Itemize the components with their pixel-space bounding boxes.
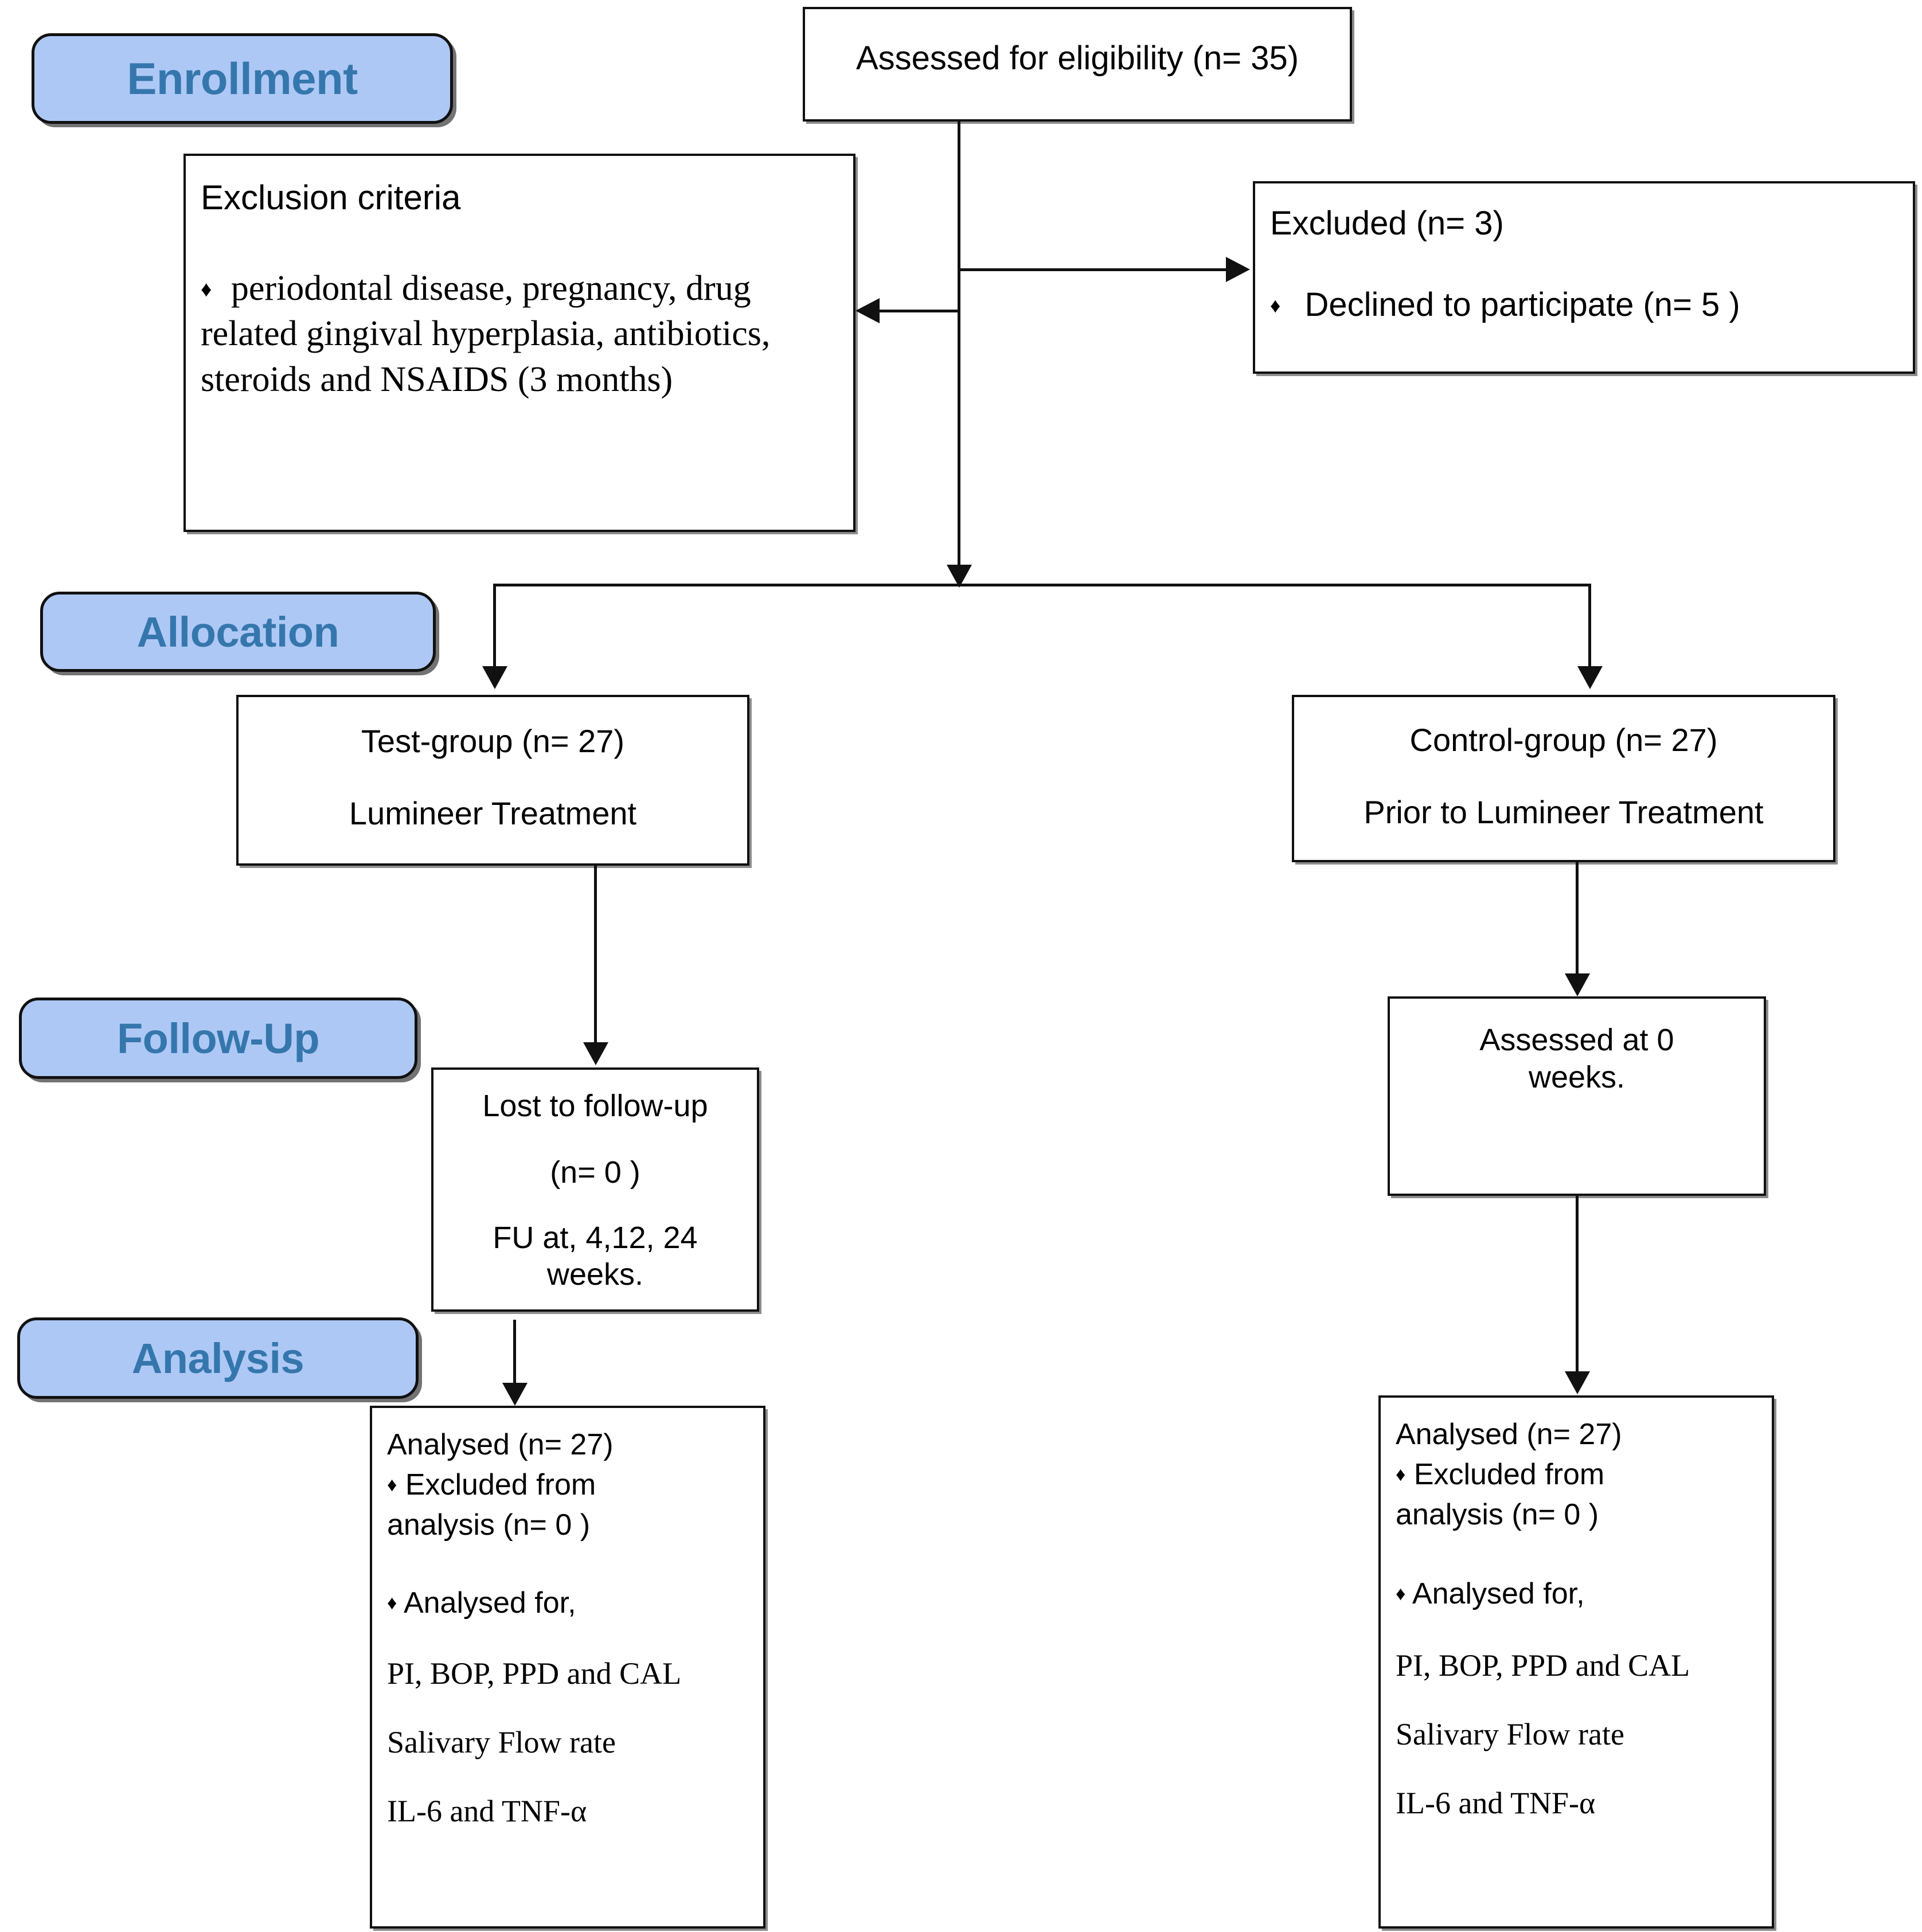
connector-assessed0-to-analysed-arrowhead <box>1565 1371 1590 1394</box>
analysed-left-line-5: PI, BOP, PPD and CAL <box>387 1656 682 1691</box>
analysed-right-bullet-1-icon: ♦ <box>1396 1464 1406 1485</box>
excluded-bullet-icon: ♦ <box>1270 294 1281 317</box>
box-analysed-control-group: Analysed (n= 27) ♦ Excluded from analysi… <box>1378 1395 1774 1929</box>
connector-lost-followup-to-analysed <box>513 1320 516 1387</box>
connector-allocation-right-drop <box>1588 584 1591 670</box>
stage-badge-analysis-label: Analysis <box>131 1334 304 1382</box>
assessed-0weeks-line-1: Assessed at 0 <box>1479 1023 1674 1057</box>
exclusion-criteria-heading: Exclusion criteria <box>201 178 461 217</box>
analysed-left-line-6: Salivary Flow rate <box>387 1725 616 1759</box>
assessed-line-1: Assessed for eligibility (n= 35) <box>855 40 1299 77</box>
assessed-0weeks-line-2: weeks. <box>1528 1059 1626 1094</box>
stage-badge-enrollment-label: Enrollment <box>127 53 358 104</box>
analysed-right-line-2: Excluded from <box>1413 1458 1605 1491</box>
analysed-left-bullet-2-icon: ♦ <box>387 1592 397 1614</box>
analysed-left-bullet-1-icon: ♦ <box>387 1474 397 1496</box>
box-analysed-test-group: Analysed (n= 27) ♦ Excluded from analysi… <box>370 1406 765 1929</box>
box-assessed-at-0-weeks: Assessed at 0 weeks. <box>1388 996 1766 1196</box>
lost-followup-line-3: FU at, 4,12, 24 <box>493 1221 698 1255</box>
box-assessed-for-eligibility: Assessed for eligibility (n= 35) <box>803 7 1352 122</box>
analysed-right-line-5: PI, BOP, PPD and CAL <box>1396 1648 1690 1683</box>
analysed-right-line-1: Analysed (n= 27) <box>1396 1418 1622 1451</box>
connector-testgroup-to-lost-followup-arrowhead <box>583 1042 608 1065</box>
exclusion-criteria-item: periodontal disease, pregnancy, drug rel… <box>201 269 771 399</box>
connector-allocation-left-arrowhead <box>482 666 507 689</box>
excluded-line-1: Excluded (n= 3) <box>1270 205 1504 242</box>
stage-badge-enrollment: Enrollment <box>32 33 453 124</box>
connector-to-excluded <box>958 268 1227 271</box>
stage-badge-allocation-label: Allocation <box>136 608 339 656</box>
lost-followup-line-1: Lost to follow-up <box>482 1089 708 1123</box>
test-group-line-2: Lumineer Treatment <box>349 795 637 831</box>
connector-assessed0-to-analysed <box>1576 1196 1579 1374</box>
analysed-right-line-3: analysis (n= 0 ) <box>1396 1498 1599 1531</box>
analysed-left-line-2: Excluded from <box>405 1468 596 1501</box>
control-group-line-1: Control-group (n= 27) <box>1409 722 1718 758</box>
connector-to-exclusion-criteria <box>878 310 960 312</box>
box-test-group: Test-group (n= 27) Lumineer Treatment <box>236 695 749 866</box>
test-group-line-1: Test-group (n= 27) <box>361 723 625 759</box>
analysed-right-line-7: IL-6 and TNF-α <box>1396 1786 1596 1820</box>
analysed-left-line-1: Analysed (n= 27) <box>387 1428 614 1461</box>
connector-testgroup-to-lost-followup <box>594 866 597 1045</box>
box-excluded: Excluded (n= 3) ♦ Declined to participat… <box>1253 181 1915 374</box>
box-control-group: Control-group (n= 27) Prior to Lumineer … <box>1292 695 1835 862</box>
lost-followup-line-4: weeks. <box>546 1257 644 1292</box>
analysed-right-line-6: Salivary Flow rate <box>1396 1717 1624 1751</box>
lost-followup-line-2: (n= 0 ) <box>550 1155 640 1190</box>
connector-to-excluded-arrowhead <box>1226 257 1250 282</box>
connector-controlgroup-to-assessed0-arrowhead <box>1565 973 1590 996</box>
analysed-left-line-7: IL-6 and TNF-α <box>387 1794 587 1828</box>
excluded-item: Declined to participate (n= 5 ) <box>1304 286 1740 323</box>
stage-badge-allocation: Allocation <box>40 592 436 672</box>
connector-to-exclusion-criteria-arrowhead <box>855 298 880 323</box>
connector-allocation-split-bar <box>493 584 1591 586</box>
connector-allocation-left-drop <box>493 584 496 670</box>
stage-badge-followup-label: Follow-Up <box>116 1014 320 1062</box>
stage-badge-followup: Follow-Up <box>19 998 417 1079</box>
connector-allocation-right-arrowhead <box>1577 666 1603 689</box>
box-exclusion-criteria: Exclusion criteria ♦ periodontal disease… <box>183 154 855 532</box>
analysed-right-line-4: Analysed for, <box>1412 1577 1585 1610</box>
connector-controlgroup-to-assessed0 <box>1576 862 1579 976</box>
stage-badge-analysis: Analysis <box>17 1317 419 1399</box>
analysed-right-bullet-2-icon: ♦ <box>1396 1583 1406 1605</box>
box-lost-to-followup: Lost to follow-up (n= 0 ) FU at, 4,12, 2… <box>431 1067 759 1312</box>
connector-assessed-trunk <box>958 122 960 574</box>
analysed-left-line-3: analysis (n= 0 ) <box>387 1508 591 1542</box>
exclusion-criteria-bullet-icon: ♦ <box>201 277 212 302</box>
analysed-left-line-4: Analysed for, <box>403 1586 576 1620</box>
connector-lost-followup-to-analysed-arrowhead <box>502 1383 528 1406</box>
control-group-line-2: Prior to Lumineer Treatment <box>1364 794 1764 830</box>
